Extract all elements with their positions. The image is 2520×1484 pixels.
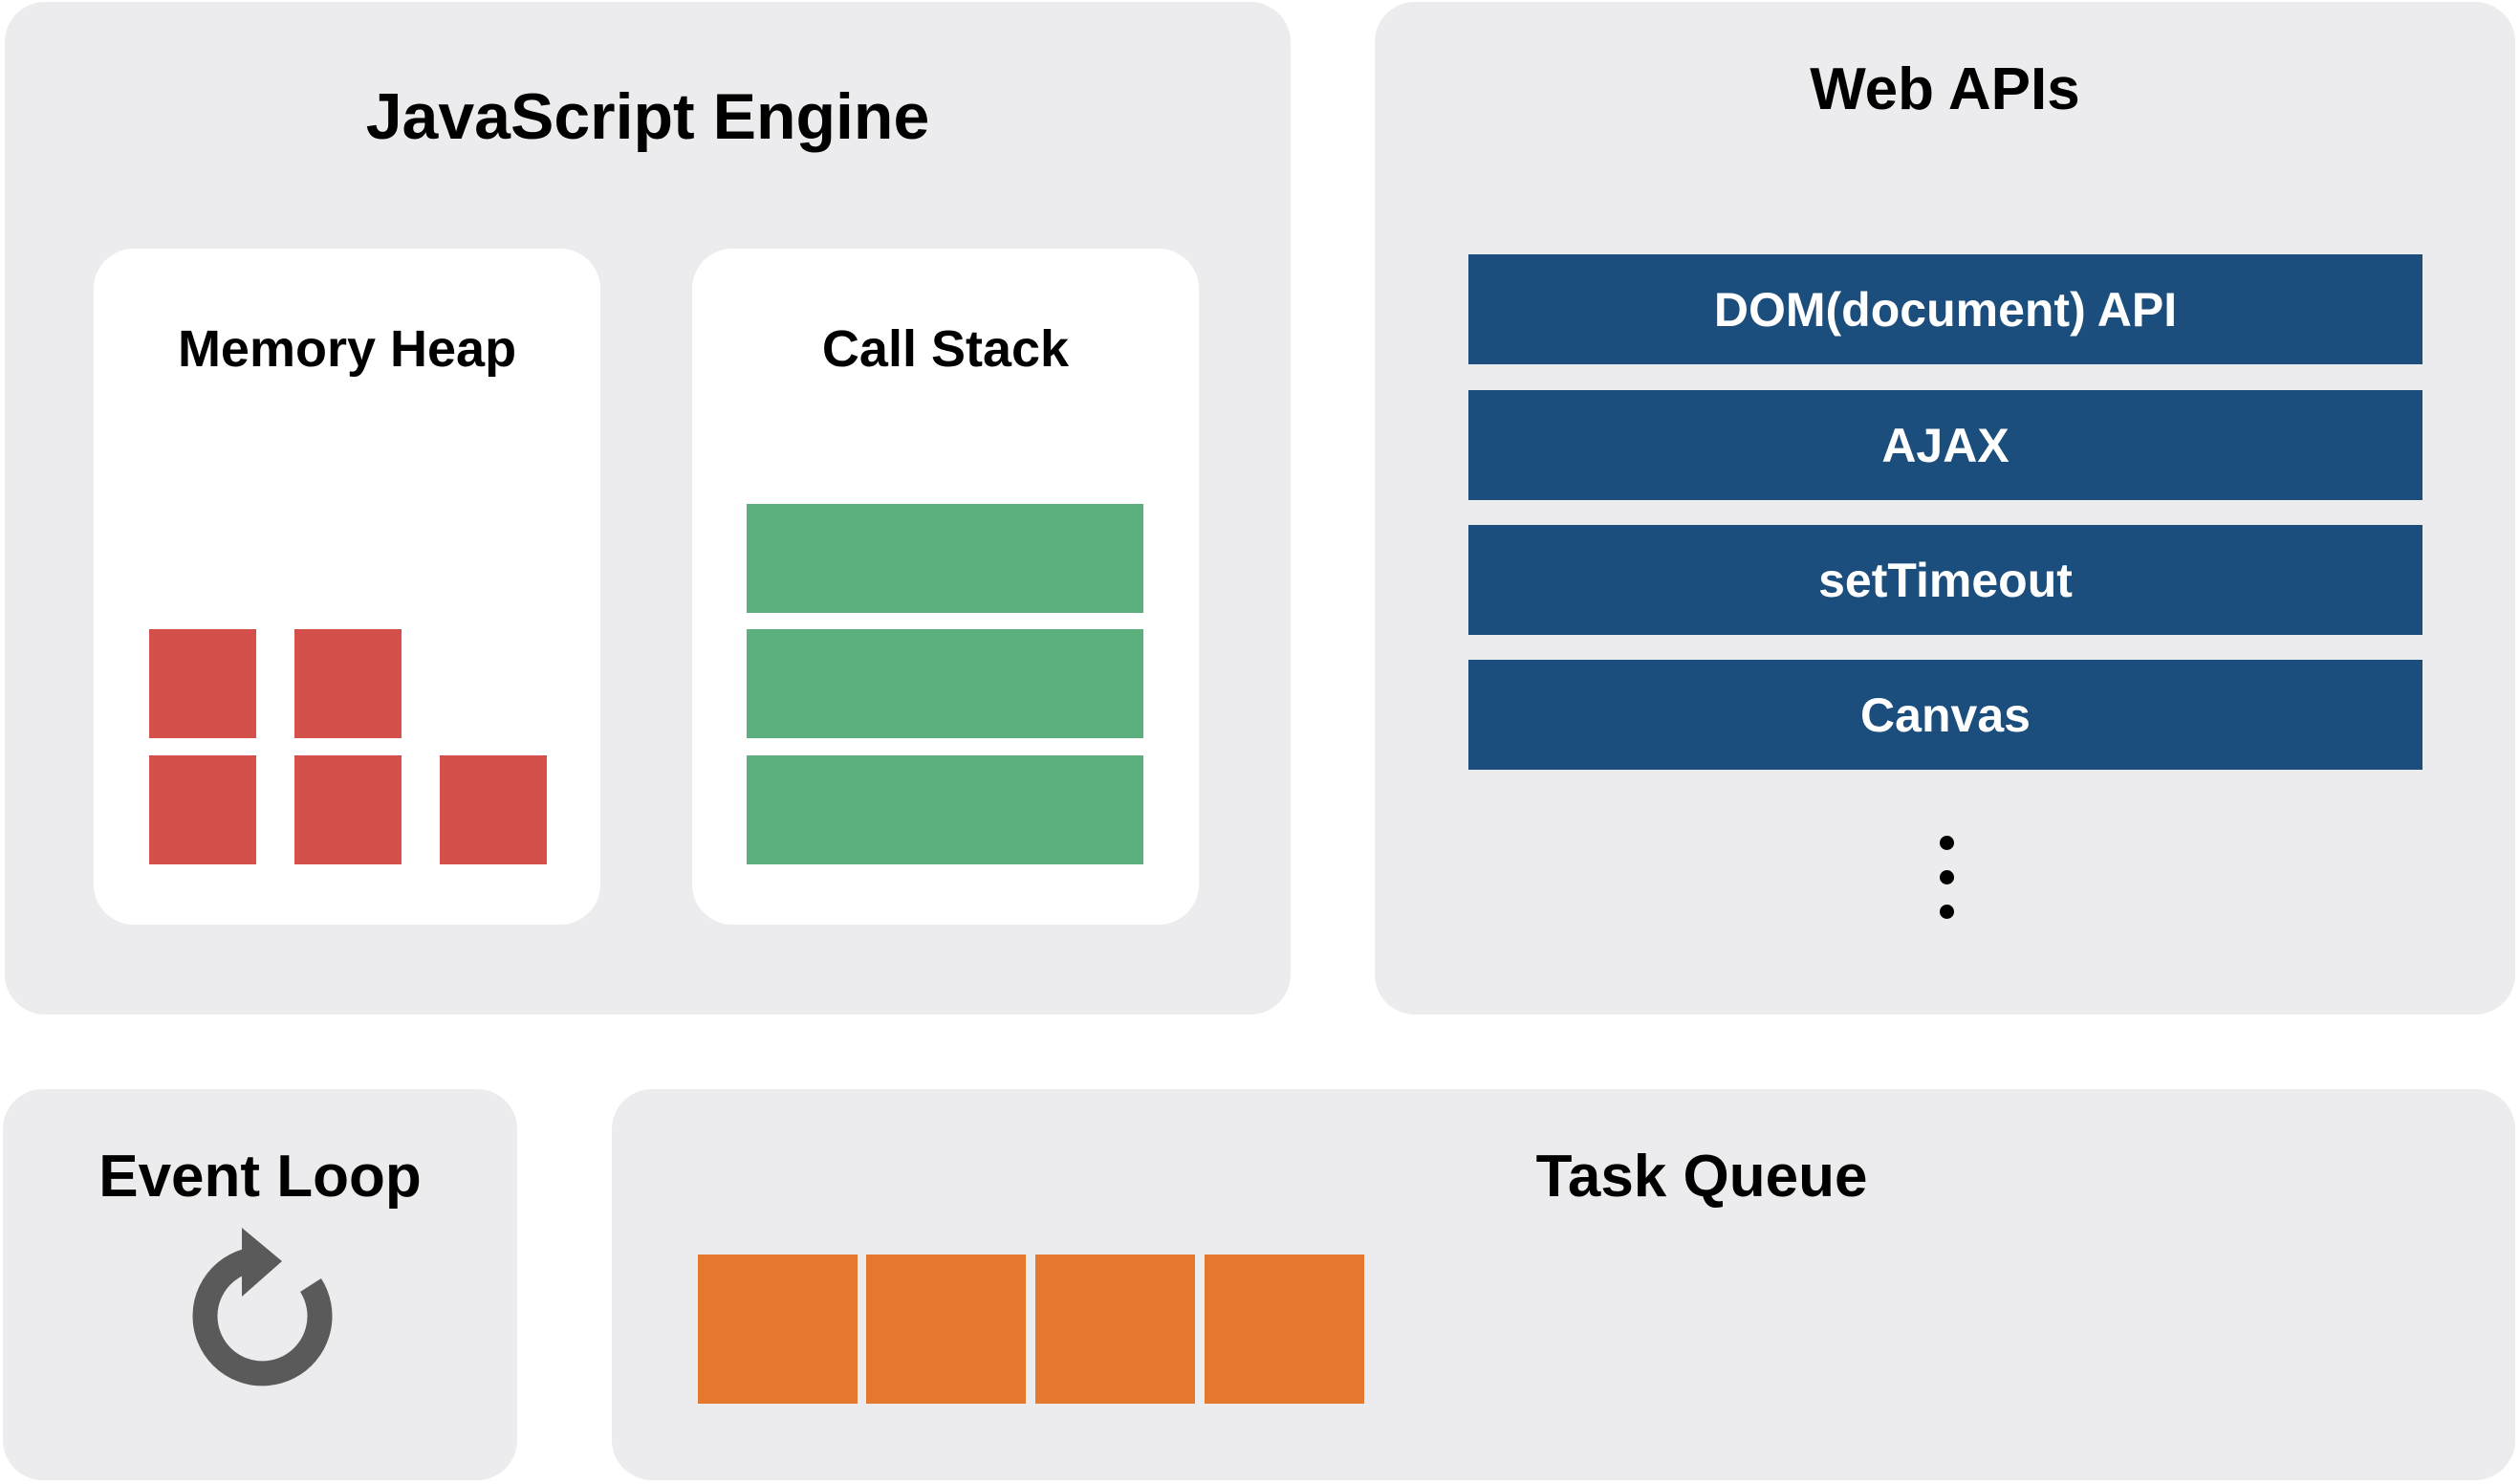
call-stack-title: Call Stack — [821, 320, 1070, 378]
ellipsis-dot — [1940, 870, 1954, 884]
web-api-item-settimeout: setTimeout — [1468, 525, 2422, 635]
memory-heap-block — [440, 755, 547, 864]
ellipsis-dot — [1940, 836, 1954, 850]
javascript-engine-title: JavaScript Engine — [365, 80, 930, 153]
web-apis-panel: Web APIs — [1375, 2, 2515, 1015]
web-api-item-canvas: Canvas — [1468, 660, 2422, 770]
call-stack-frame — [747, 629, 1143, 738]
event-loop-panel: Event Loop — [3, 1089, 517, 1480]
call-stack-frame — [747, 755, 1143, 864]
refresh-icon — [192, 1228, 333, 1386]
memory-heap-block — [294, 755, 402, 864]
memory-heap-block — [294, 629, 402, 738]
web-apis-title: Web APIs — [1810, 56, 2080, 122]
task-queue-title: Task Queue — [1535, 1144, 1868, 1210]
call-stack-frame — [747, 504, 1143, 613]
event-loop-title: Event Loop — [98, 1144, 422, 1210]
web-api-item-dom: DOM(document) API — [1468, 254, 2422, 364]
task-queue-item — [698, 1255, 858, 1404]
task-queue-item — [1205, 1255, 1364, 1404]
memory-heap-title: Memory Heap — [177, 320, 517, 378]
task-queue-item — [1035, 1255, 1195, 1404]
task-queue-item — [866, 1255, 1026, 1404]
web-api-item-ajax: AJAX — [1468, 390, 2422, 500]
memory-heap-block — [149, 755, 256, 864]
memory-heap-block — [149, 629, 256, 738]
ellipsis-dot — [1940, 905, 1954, 919]
